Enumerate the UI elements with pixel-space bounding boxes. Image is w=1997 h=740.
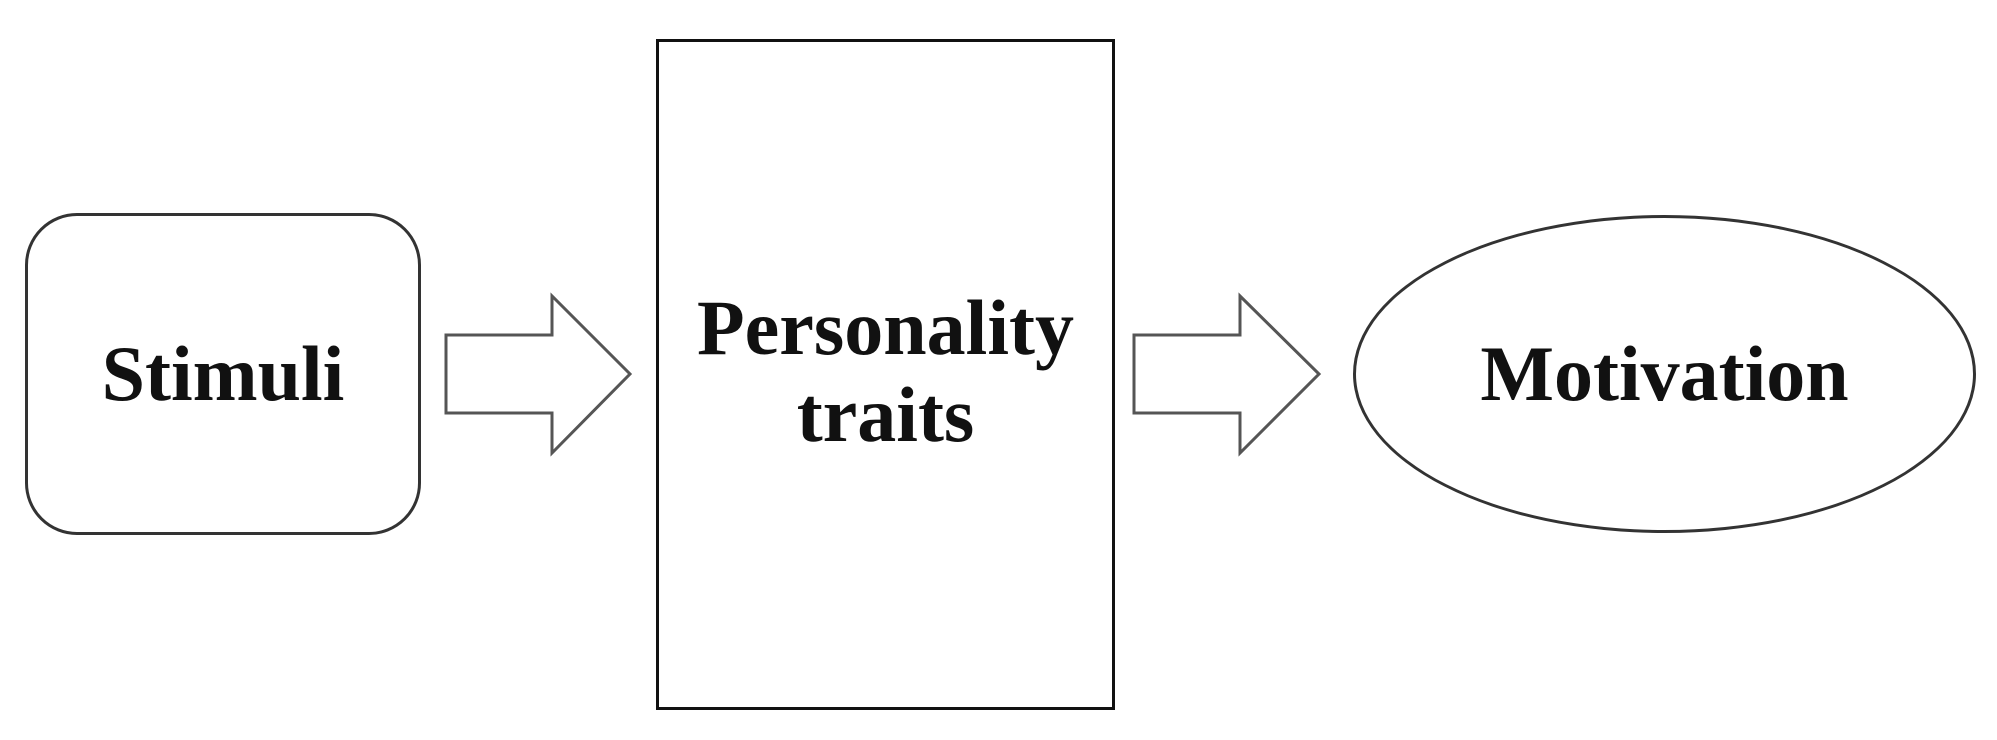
stimuli-box: Stimuli (25, 213, 421, 535)
arrow-stimuli-to-personality (444, 292, 633, 457)
motivation-ellipse: Motivation (1353, 215, 1976, 533)
stimuli-label: Stimuli (101, 330, 345, 418)
block-arrow-shape (1132, 292, 1322, 457)
arrow-personality-to-motivation (1132, 292, 1322, 457)
block-arrow-shape (444, 292, 633, 457)
motivation-label: Motivation (1480, 330, 1849, 418)
personality-traits-label: Personality traits (697, 284, 1074, 459)
personality-traits-box: Personality traits (656, 39, 1115, 710)
